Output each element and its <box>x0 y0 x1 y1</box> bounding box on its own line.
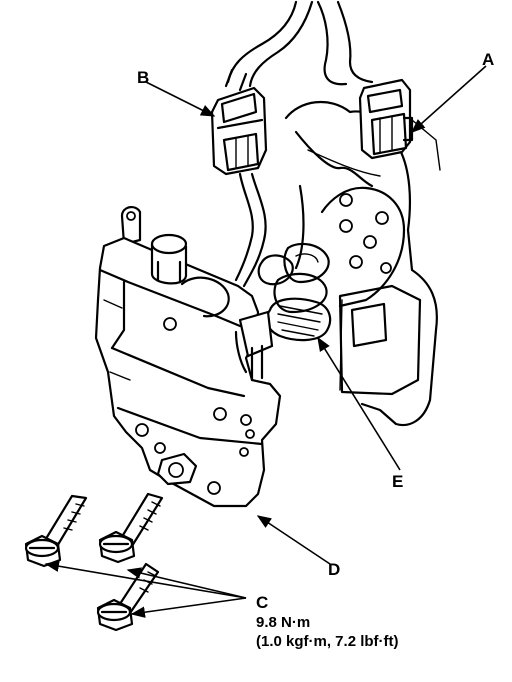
callout-b: B <box>137 68 150 87</box>
transmission-housing <box>284 100 441 427</box>
callout-d: D <box>328 560 341 579</box>
solenoid-wire <box>234 172 267 288</box>
bolt-upper-middle <box>98 492 164 564</box>
callout-c: C <box>256 593 269 612</box>
connector-b <box>210 86 268 176</box>
callout-a: A <box>482 50 495 69</box>
leader-lines <box>44 65 487 618</box>
connector-a <box>358 78 414 160</box>
bolt-lower <box>96 562 160 632</box>
harness-wires <box>224 0 374 92</box>
callout-e: E <box>392 472 404 491</box>
bolt-upper-left <box>24 494 88 568</box>
torque-spec-metric: 9.8 N·m <box>256 614 311 631</box>
solenoid-assembly <box>94 206 282 508</box>
torque-spec-imperial: (1.0 kgf·m, 7.2 lbf·ft) <box>256 633 399 650</box>
